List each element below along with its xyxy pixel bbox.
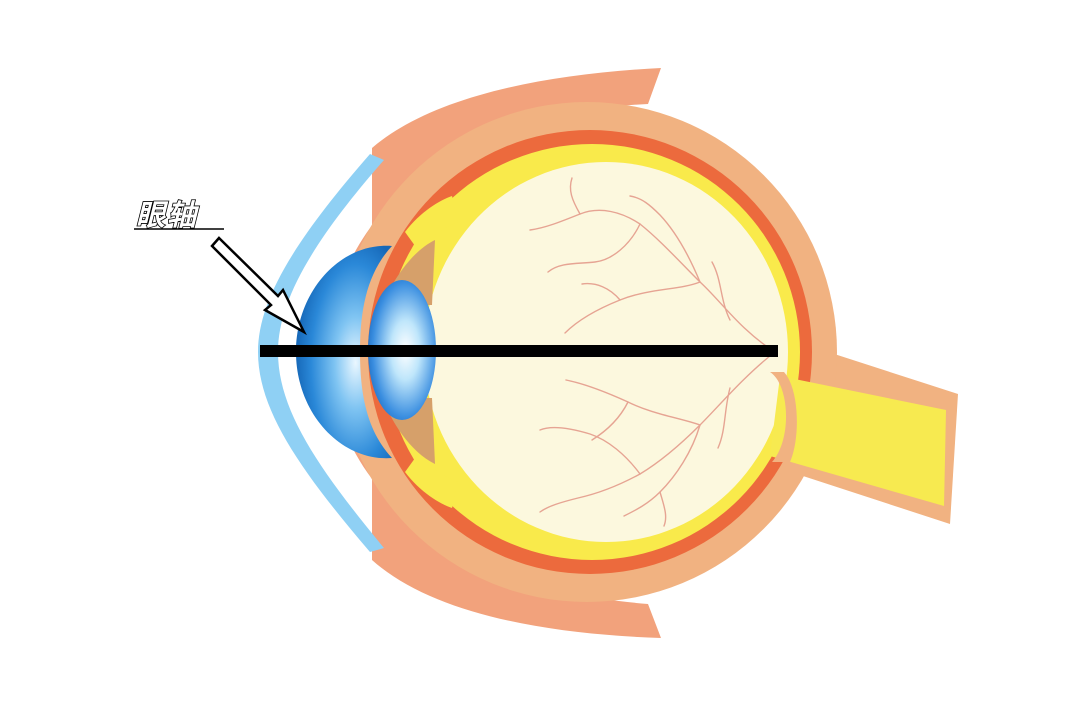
- optic-nerve: [770, 376, 946, 506]
- ciliary-upper: [405, 196, 458, 250]
- cornea-film: [258, 154, 384, 552]
- axis-label: 眼轴: [136, 198, 200, 232]
- pointer-arrow: [210, 236, 307, 336]
- retinal-blood-vessels: [529, 177, 776, 527]
- ciliary-lower: [405, 454, 458, 508]
- optic-disc-joint: [770, 372, 797, 462]
- eye-axis-line: [260, 345, 778, 357]
